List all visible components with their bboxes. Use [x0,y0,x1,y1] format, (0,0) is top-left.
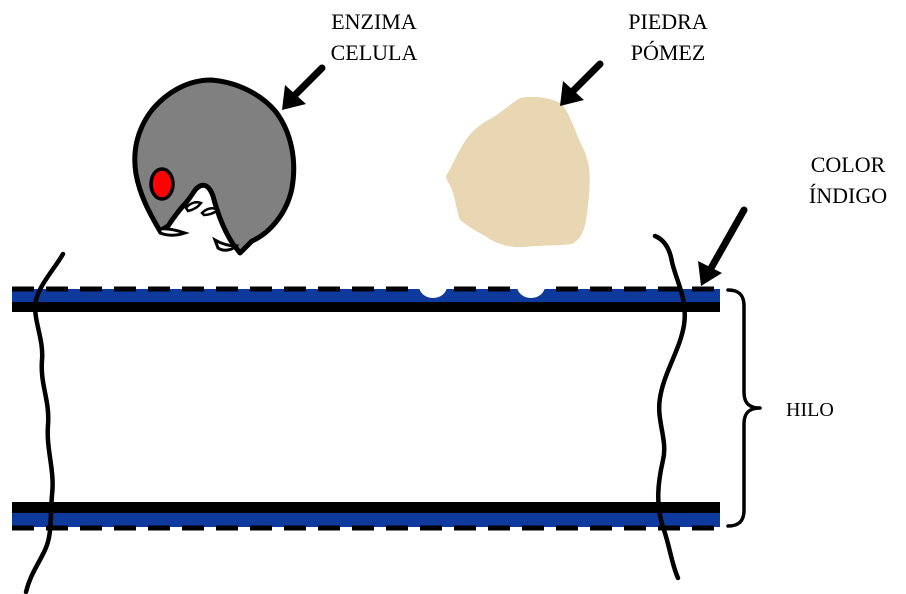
label-indigo-line2: ÍNDIGO [809,183,887,208]
thread-edge-bottom [12,502,720,513]
label-pumice-line1: PIEDRA [628,9,708,34]
enzyme-tooth-1 [160,229,185,236]
label-indigo-line1: COLOR [811,152,886,177]
arrow-pumice [560,64,600,106]
pumice-stone-icon [446,97,590,247]
label-enzyme-line2: CELULA [331,40,418,65]
right-curly-brace-icon [728,290,760,526]
thread-edge-top [12,302,720,312]
label-thread: HILO [786,399,834,421]
enzyme-tooth-4 [202,208,218,215]
thread-top-band [12,286,720,312]
enzyme-body [135,80,294,253]
enzyme-eye [151,169,173,199]
label-enzyme-line1: ENZIMA [331,9,417,34]
arrow-enzyme [282,68,322,110]
indigo-band-bottom [12,513,720,527]
thread-bottom-band [12,502,720,528]
pacman-enzyme-icon [135,80,294,253]
arrow-indigo [698,210,744,286]
label-pumice-line2: PÓMEZ [631,40,706,65]
